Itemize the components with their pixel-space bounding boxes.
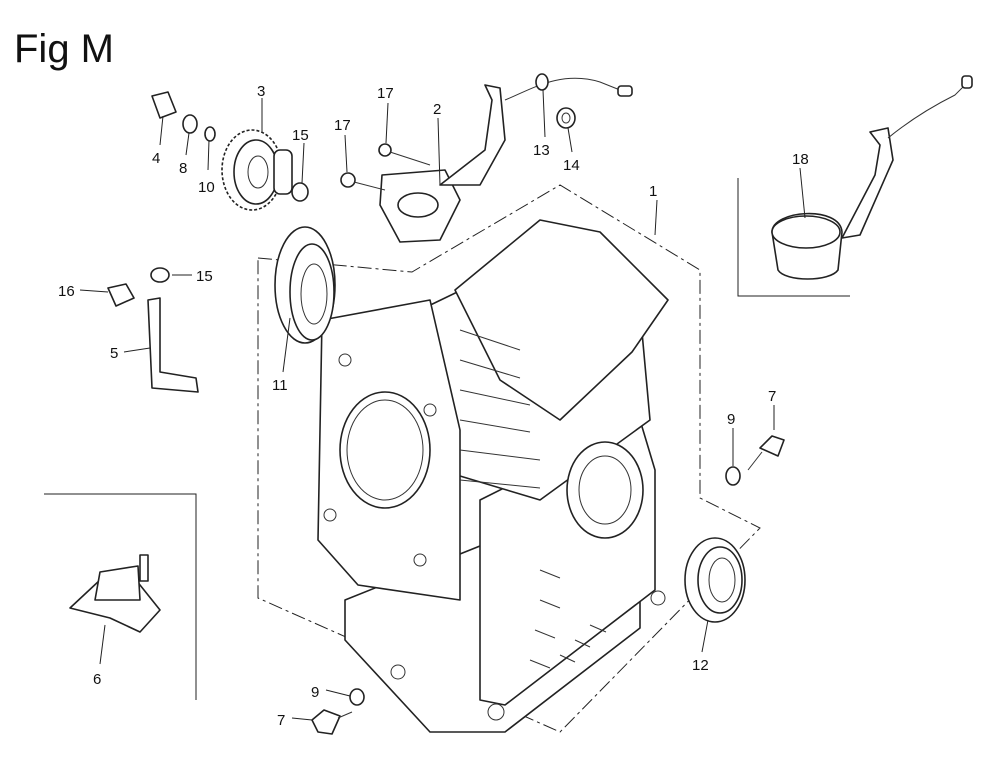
- bolt-17-upper: [378, 143, 431, 166]
- bolt-7-right: [747, 435, 785, 471]
- detail-box-18: [737, 178, 850, 297]
- callout-10: 10: [198, 179, 215, 196]
- callout-labels: 1 2 3 4 5 6 7 7 8 9 9 10 11 12 13 14 15 …: [58, 83, 809, 729]
- bolt-17-lower: [340, 172, 386, 191]
- callout-12: 12: [692, 657, 709, 674]
- callout-14: 14: [563, 157, 580, 174]
- callout-18: 18: [792, 151, 809, 168]
- washer-9-bottom: [349, 688, 365, 706]
- callout-11: 11: [272, 377, 288, 394]
- callout-8: 8: [179, 160, 187, 177]
- pin-10: [204, 126, 216, 142]
- engine-mount-6: [69, 554, 161, 633]
- governor-gear-3: [221, 129, 293, 211]
- governor-holder-4: [151, 91, 177, 119]
- oil-seal-12: [684, 537, 746, 623]
- leader-lines: [79, 89, 806, 721]
- nut-14: [556, 107, 576, 129]
- callout-9-right: 9: [727, 411, 735, 428]
- callout-17-lower: 17: [334, 117, 351, 134]
- callout-15-top: 15: [292, 127, 309, 144]
- bolt-7-bottom: [311, 709, 353, 735]
- washer-15-top: [291, 182, 309, 202]
- callout-5: 5: [110, 345, 118, 362]
- crankcase-body: [317, 219, 669, 733]
- detail-box-6: [44, 493, 197, 700]
- callout-7-bottom: 7: [277, 712, 285, 729]
- nut-15-lower: [150, 267, 170, 283]
- crankcase-group-outline: [257, 184, 761, 733]
- callout-6: 6: [93, 671, 101, 688]
- breather-tube-5: [147, 297, 199, 393]
- figure-title: Fig M: [14, 27, 114, 71]
- callout-9-bottom: 9: [311, 684, 319, 701]
- callout-17-upper: 17: [377, 85, 394, 102]
- callout-4: 4: [152, 150, 160, 167]
- callout-1: 1: [649, 183, 657, 200]
- washer-9-right: [725, 466, 741, 486]
- grommet-13: [535, 73, 549, 91]
- oil-alert-switch-2: [379, 77, 633, 243]
- callout-15-lower: 15: [196, 268, 213, 285]
- oil-alert-unit-18: [771, 75, 973, 280]
- callout-3: 3: [257, 83, 265, 100]
- clip-16: [107, 283, 135, 307]
- bearing-11: [274, 226, 336, 344]
- washer-8: [182, 114, 198, 134]
- callout-16: 16: [58, 283, 75, 300]
- callout-2: 2: [433, 101, 441, 118]
- callout-7-right: 7: [768, 388, 776, 405]
- callout-13: 13: [533, 142, 550, 159]
